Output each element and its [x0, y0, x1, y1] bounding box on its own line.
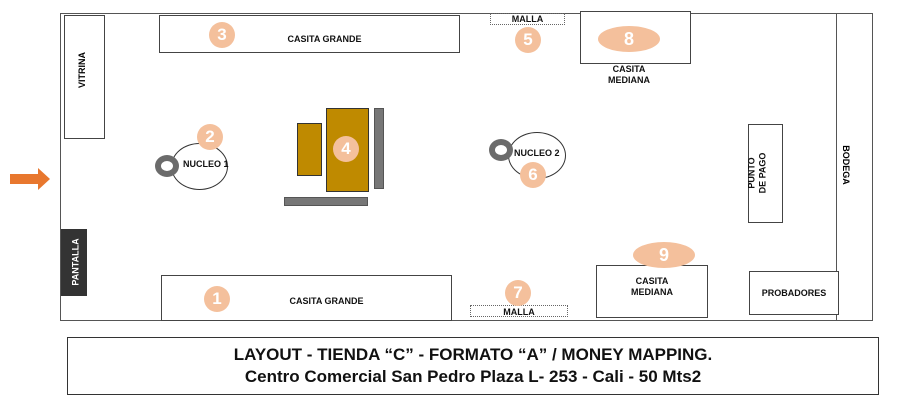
- zone-badge-9: 9: [633, 242, 695, 268]
- zone-badge-6: 6: [520, 162, 546, 188]
- zone-badge-1: 1: [204, 286, 230, 312]
- rack-horizontal: [284, 197, 368, 206]
- table-small: [297, 123, 322, 176]
- entrance-arrow-icon: [10, 168, 50, 190]
- vitrina: [64, 15, 105, 139]
- title-box: LAYOUT - TIENDA “C” - FORMATO “A” / MONE…: [67, 337, 879, 395]
- zone-badge-5: 5: [515, 27, 541, 53]
- casita-mediana-top-label: CASITA MEDIANA: [589, 64, 669, 86]
- casita-mediana-top: [580, 11, 691, 64]
- nucleo-1-label: NUCLEO 1: [183, 159, 229, 169]
- casita-mediana-bottom: CASITA MEDIANA: [596, 265, 708, 318]
- nucleo-2-label: NUCLEO 2: [514, 148, 560, 158]
- malla-bottom: MALLA: [470, 305, 568, 317]
- punto-de-pago-label: PUNTO DE PAGO: [746, 153, 768, 194]
- pantalla-label: PANTALLA: [70, 238, 81, 286]
- zone-badge-2: 2: [197, 124, 223, 150]
- title-line-1: LAYOUT - TIENDA “C” - FORMATO “A” / MONE…: [233, 345, 713, 364]
- punto-de-pago: [748, 124, 783, 223]
- room-outline: [60, 13, 873, 321]
- casita-grande-bottom-label: CASITA GRANDE: [289, 296, 364, 306]
- malla-bottom-label: MALLA: [503, 307, 535, 317]
- label-line: PUNTO: [746, 157, 757, 189]
- pantalla: [61, 229, 87, 296]
- malla-top-label: MALLA: [511, 14, 544, 24]
- title-line-2: Centro Comercial San Pedro Plaza L- 253 …: [244, 367, 702, 386]
- bodega-wall: [836, 13, 837, 321]
- label-line: MEDIANA: [608, 75, 650, 85]
- casita-grande-top-label: CASITA GRANDE: [287, 34, 362, 44]
- nucleo-1-ring-icon: [155, 155, 179, 177]
- zone-badge-4: 4: [333, 136, 359, 162]
- label-line: CASITA: [635, 276, 669, 286]
- nucleo-2-ring-icon: [489, 139, 513, 161]
- casita-grande-top: CASITA GRANDE: [159, 15, 460, 53]
- bodega-label: BODEGA: [840, 145, 851, 185]
- malla-top: MALLA: [490, 13, 565, 25]
- zone-badge-8: 8: [598, 26, 660, 52]
- label-line: DE PAGO: [757, 152, 768, 194]
- zone-badge-7: 7: [505, 280, 531, 306]
- vitrina-label: VITRINA: [77, 52, 87, 88]
- rack-vertical: [374, 108, 384, 189]
- label-line: CASITA: [612, 64, 646, 74]
- zone-badge-3: 3: [209, 22, 235, 48]
- label-line: MEDIANA: [631, 287, 673, 297]
- probadores: PROBADORES: [749, 271, 839, 315]
- probadores-label: PROBADORES: [761, 288, 827, 298]
